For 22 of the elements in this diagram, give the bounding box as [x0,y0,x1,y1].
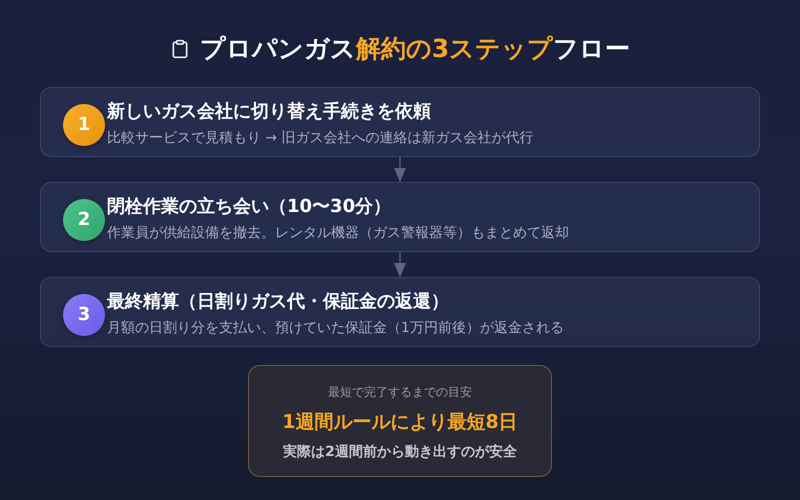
summary-note: 実際は2週間前から動き出すのが安全 [283,442,517,462]
summary-caption: 最短で完了するまでの目安 [328,384,472,401]
step-card [40,87,760,157]
flow-arrow [394,252,406,277]
step-description: 月額の日割り分を支払い、預けていた保証金（1万円前後）が返金される [107,319,564,338]
flow-arrow [394,157,406,182]
step-description: 比較サービスで見積もり → 旧ガス会社への連絡は新ガス会社が代行 [107,129,534,148]
step-number: 1 [78,114,90,136]
step-title: 新しいガス会社に切り替え手続きを依頼 [107,100,431,124]
summary-highlight: 1週間ルールにより最短8日 [282,410,518,435]
step-title: 最終精算（日割りガス代・保証金の返還） [107,290,449,314]
step-description: 作業員が供給設備を撤去。レンタル機器（ガス警報器等）もまとめて返却 [107,224,569,243]
diagram-title: プロパンガス解約の3ステップフロー [200,33,630,65]
step-card [40,182,760,252]
step-card [40,277,760,347]
summary-card [248,365,552,477]
step-title: 閉栓作業の立ち会い（10〜30分） [107,195,392,219]
step-number: 3 [78,304,90,326]
number-circle [63,199,105,241]
number-circle [63,104,105,146]
number-circle [63,294,105,336]
step-number: 2 [78,209,90,231]
